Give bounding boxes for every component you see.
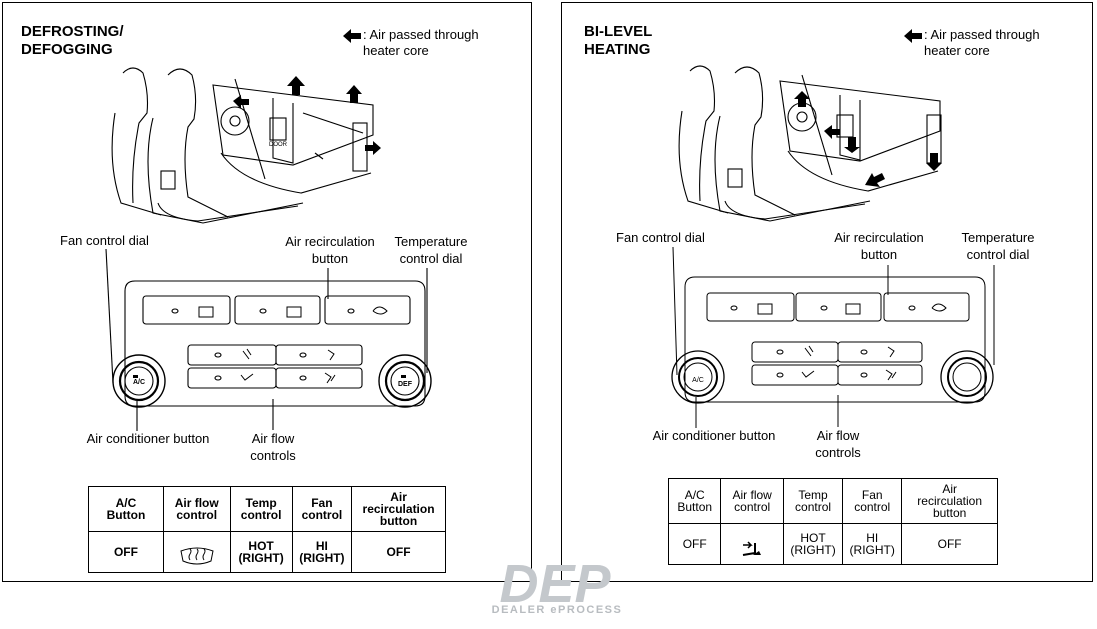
climate-control-panel bbox=[671, 246, 995, 428]
floor-arrow-icon bbox=[926, 153, 942, 171]
table-header-cell: A/C Button bbox=[667, 478, 722, 524]
defrost-dial-label: DEF bbox=[398, 381, 412, 388]
panel-title: DEFROSTING/ DEFOGGING bbox=[21, 23, 124, 58]
legend-text: : Air passed through heater core bbox=[924, 27, 1040, 58]
dealer-eprocess-logo: DEP bbox=[499, 554, 611, 614]
table-header-cell: Air flow control bbox=[720, 478, 784, 524]
settings-table: A/C Button Air flow control Temp control… bbox=[88, 486, 446, 573]
air-recirculation-button-label: Air recirculation button bbox=[834, 230, 924, 262]
recirculation-button bbox=[324, 295, 411, 325]
air-conditioner-button-label: Air conditioner button bbox=[652, 428, 776, 443]
settings-table: A/C Button Air flow control Temp control… bbox=[667, 478, 998, 565]
car-interior-illustration: DOOR bbox=[111, 67, 381, 224]
windshield-defrost-icon bbox=[162, 531, 231, 573]
table-header-cell: Air flow control bbox=[162, 486, 231, 532]
defrosting-panel: DEFROSTING/ DEFOGGING : Air passed throu… bbox=[2, 2, 532, 582]
table-header-cell: Temp control bbox=[782, 478, 844, 524]
table-cell: OFF bbox=[667, 523, 722, 565]
ac-button-label: A/C bbox=[692, 377, 704, 384]
vent-arrow-icon bbox=[824, 125, 840, 139]
table-header-cell: A/C Button bbox=[88, 486, 164, 532]
table-header-cell: Temp control bbox=[229, 486, 293, 532]
air-flow-controls-label: Air flow controls bbox=[815, 428, 861, 460]
ac-button-label: A/C bbox=[132, 379, 146, 386]
table-header-cell: Fan control bbox=[842, 478, 903, 524]
defrost-arrow-icon bbox=[287, 76, 305, 95]
fan-control-dial-label: Fan control dial bbox=[60, 233, 149, 248]
table-cell: OFF bbox=[351, 531, 446, 573]
svg-text:DOOR: DOOR bbox=[269, 142, 288, 148]
table-header-cell: Fan control bbox=[291, 486, 353, 532]
watermark-caption: DEALER ePROCESS bbox=[491, 604, 623, 616]
air-conditioner-button-label: Air conditioner button bbox=[86, 431, 210, 446]
car-interior-illustration bbox=[678, 65, 942, 222]
table-cell: HOT (RIGHT) bbox=[229, 531, 293, 573]
table-row: OFF HOT (RIGHT) HI (RIGHT) OFF bbox=[667, 523, 998, 565]
bi-level-heating-panel: BI-LEVEL HEATING : Air passed through he… bbox=[561, 2, 1093, 582]
table-header-row: A/C Button Air flow control Temp control… bbox=[667, 478, 998, 524]
front-defrost-button bbox=[234, 295, 321, 325]
air-recirculation-button-label: Air recirculation button bbox=[285, 234, 375, 266]
table-header-row: A/C Button Air flow control Temp control… bbox=[88, 486, 446, 532]
heater-core-arrow-icon bbox=[343, 29, 361, 43]
table-cell: OFF bbox=[901, 523, 998, 565]
table-header-cell: Air recirculation button bbox=[901, 478, 998, 524]
defrost-arrow-icon bbox=[346, 85, 362, 103]
floor-arrow-icon bbox=[844, 137, 860, 153]
floor-arrow-icon bbox=[865, 173, 885, 187]
panel-title: BI-LEVEL HEATING bbox=[584, 23, 653, 58]
legend-text: : Air passed through heater core bbox=[363, 27, 479, 58]
side-vent-arrow-icon bbox=[365, 141, 381, 155]
logo-text: DEP bbox=[499, 554, 611, 614]
vent-arrow-icon bbox=[794, 91, 810, 107]
climate-control-panel bbox=[105, 248, 432, 431]
side-vent-arrow-icon bbox=[233, 95, 249, 109]
table-cell: HI (RIGHT) bbox=[291, 531, 353, 573]
table-cell: HOT (RIGHT) bbox=[782, 523, 844, 565]
temperature-control-dial-label: Temperature control dial bbox=[961, 230, 1035, 262]
rear-defrost-button bbox=[142, 295, 231, 325]
heater-core-arrow-icon bbox=[904, 29, 922, 43]
table-row: OFF HOT (RIGHT) HI (RIGHT) OFF bbox=[88, 531, 446, 573]
table-header-cell: Air recirculation button bbox=[351, 486, 446, 532]
table-cell: OFF bbox=[88, 531, 164, 573]
air-flow-controls-label: Air flow controls bbox=[250, 431, 296, 463]
table-cell: HI (RIGHT) bbox=[842, 523, 903, 565]
fan-control-dial-label: Fan control dial bbox=[616, 230, 705, 245]
bi-level-airflow-icon bbox=[720, 523, 784, 565]
temperature-control-dial-label: Temperature control dial bbox=[394, 234, 468, 266]
